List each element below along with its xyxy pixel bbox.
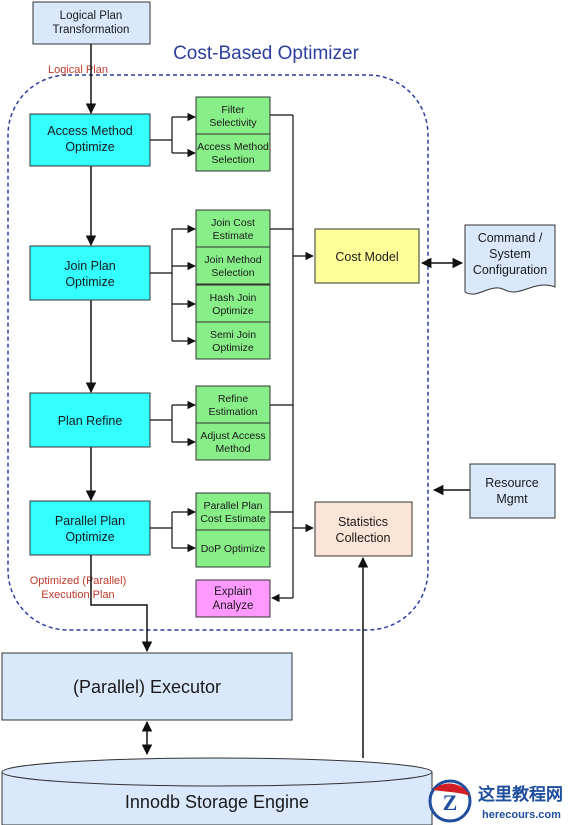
diagram-title: Cost-Based Optimizer — [173, 43, 360, 64]
branch-join — [150, 224, 196, 346]
sub-boxes: Filter Selectivity Access Method Selecti… — [195, 96, 271, 618]
join-plan-optimize-line1: Join Plan — [64, 259, 115, 273]
semi-join-optimize-line1: Semi Join — [210, 329, 256, 341]
optimized-plan-label-line1: Optimized (Parallel) — [30, 575, 127, 587]
command-config-document — [464, 224, 556, 295]
cost-model-label: Cost Model — [335, 250, 398, 264]
dop-optimize-label: DoP Optimize — [201, 543, 266, 555]
join-method-selection-line1: Join Method — [204, 254, 261, 266]
access-method-selection-box — [195, 133, 271, 172]
access-method-selection-line2: Selection — [211, 154, 254, 166]
collector-bus — [270, 114, 314, 603]
adjust-access-method-box — [195, 422, 271, 461]
resource-mgmt-line1: Resource — [485, 476, 539, 490]
storage-engine-label: Innodb Storage Engine — [125, 792, 309, 812]
access-method-optimize-line1: Access Method — [47, 124, 133, 138]
parallel-plan-optimize-box — [29, 500, 151, 556]
logical-plan-transformation-box — [32, 1, 151, 45]
join-cost-estimate-line1: Join Cost — [211, 217, 255, 229]
filter-selectivity-line1: Filter — [221, 104, 245, 116]
adjust-access-method-line2: Method — [215, 443, 250, 455]
access-method-selection-line1: Access Method — [197, 141, 269, 153]
filter-selectivity-box — [195, 96, 271, 135]
statistics-collection-line1: Statistics — [338, 515, 388, 529]
svg-text:Z: Z — [443, 790, 458, 815]
plan-refine-box — [29, 392, 151, 448]
parallel-plan-optimize-line1: Parallel Plan — [55, 514, 125, 528]
hash-join-optimize-box — [195, 284, 271, 323]
explain-analyze-line1: Explain — [214, 586, 252, 598]
optimizer-boundary — [7, 74, 429, 631]
filter-selectivity-line2: Selectivity — [209, 117, 257, 129]
dop-optimize-box — [195, 529, 271, 568]
executor-box — [1, 652, 293, 721]
parallel-plan-cost-estimate-line1: Parallel Plan — [204, 500, 263, 512]
adjust-access-method-line1: Adjust Access — [200, 430, 265, 442]
resource-mgmt-box — [469, 463, 556, 519]
watermark-text-url: herecours.com — [482, 809, 561, 821]
cost-model-box — [314, 228, 420, 284]
hash-join-optimize-line2: Optimize — [212, 305, 254, 317]
join-method-selection-box — [195, 246, 271, 285]
watermark-logo: Z 这里教程网 herecours.com — [428, 779, 563, 823]
semi-join-optimize-line2: Optimize — [212, 342, 254, 354]
logical-plan-transformation-line1: Logical Plan — [60, 10, 123, 22]
storage-engine-cylinder — [1, 757, 433, 825]
join-method-selection-line2: Selection — [211, 267, 254, 279]
command-config-line1: Command / — [478, 231, 543, 245]
watermark-text-cn: 这里教程网 — [478, 784, 563, 805]
explain-analyze-line2: Analyze — [213, 600, 254, 612]
statistics-collection-line2: Collection — [336, 531, 391, 545]
join-plan-optimize-box — [29, 245, 151, 301]
optimized-plan-label-line2: Execution Plan — [41, 589, 114, 601]
refine-estimation-line1: Refine — [218, 393, 249, 405]
refine-estimation-box — [195, 385, 271, 424]
join-cost-estimate-line2: Estimate — [213, 230, 254, 242]
access-method-optimize-box — [29, 113, 151, 167]
join-plan-optimize-line2: Optimize — [65, 275, 114, 289]
branch-parallel — [150, 507, 196, 553]
command-config-line2: System — [489, 247, 531, 261]
resource-mgmt-line2: Mgmt — [496, 492, 528, 506]
access-method-optimize-line2: Optimize — [65, 140, 114, 154]
plan-refine-label: Plan Refine — [58, 414, 123, 428]
logical-plan-transformation-line2: Transformation — [53, 24, 130, 36]
logical-plan-label: Logical Plan — [48, 64, 108, 76]
refine-estimation-line2: Estimation — [208, 406, 257, 418]
branch-access — [150, 112, 196, 158]
branch-refine — [150, 400, 196, 447]
arrow-parallel-to-executor — [90, 555, 153, 653]
hash-join-optimize-line1: Hash Join — [210, 292, 257, 304]
explain-analyze-box — [195, 579, 271, 618]
statistics-collection-box — [314, 501, 413, 557]
command-config-line3: Configuration — [473, 263, 547, 277]
executor-label: (Parallel) Executor — [73, 677, 221, 697]
parallel-plan-optimize-line2: Optimize — [65, 530, 114, 544]
semi-join-optimize-box — [195, 321, 271, 360]
parallel-plan-cost-estimate-line2: Cost Estimate — [200, 513, 266, 525]
